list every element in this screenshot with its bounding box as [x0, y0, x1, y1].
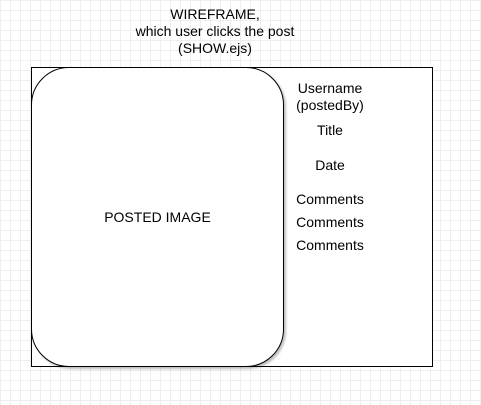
diagram-title-line-2: which user clicks the post [135, 23, 295, 39]
posted-image-label: POSTED IMAGE [104, 208, 211, 225]
username-text: Username [297, 80, 363, 96]
posted-image-placeholder: POSTED IMAGE [31, 67, 284, 367]
diagram-title-line-1: WIREFRAME, [170, 6, 260, 22]
username-label: Username (postedBy) [290, 80, 370, 114]
diagram-title-line-3: (SHOW.ejs) [178, 40, 252, 56]
comment-item: Comments [296, 237, 364, 253]
comment-item: Comments [296, 191, 364, 207]
diagram-title: WIREFRAME, which user clicks the post (S… [110, 6, 320, 57]
posted-by-text: (postedBy) [296, 97, 364, 113]
post-title-label: Title [317, 122, 343, 138]
comment-item: Comments [296, 214, 364, 230]
post-date-label: Date [315, 157, 345, 173]
